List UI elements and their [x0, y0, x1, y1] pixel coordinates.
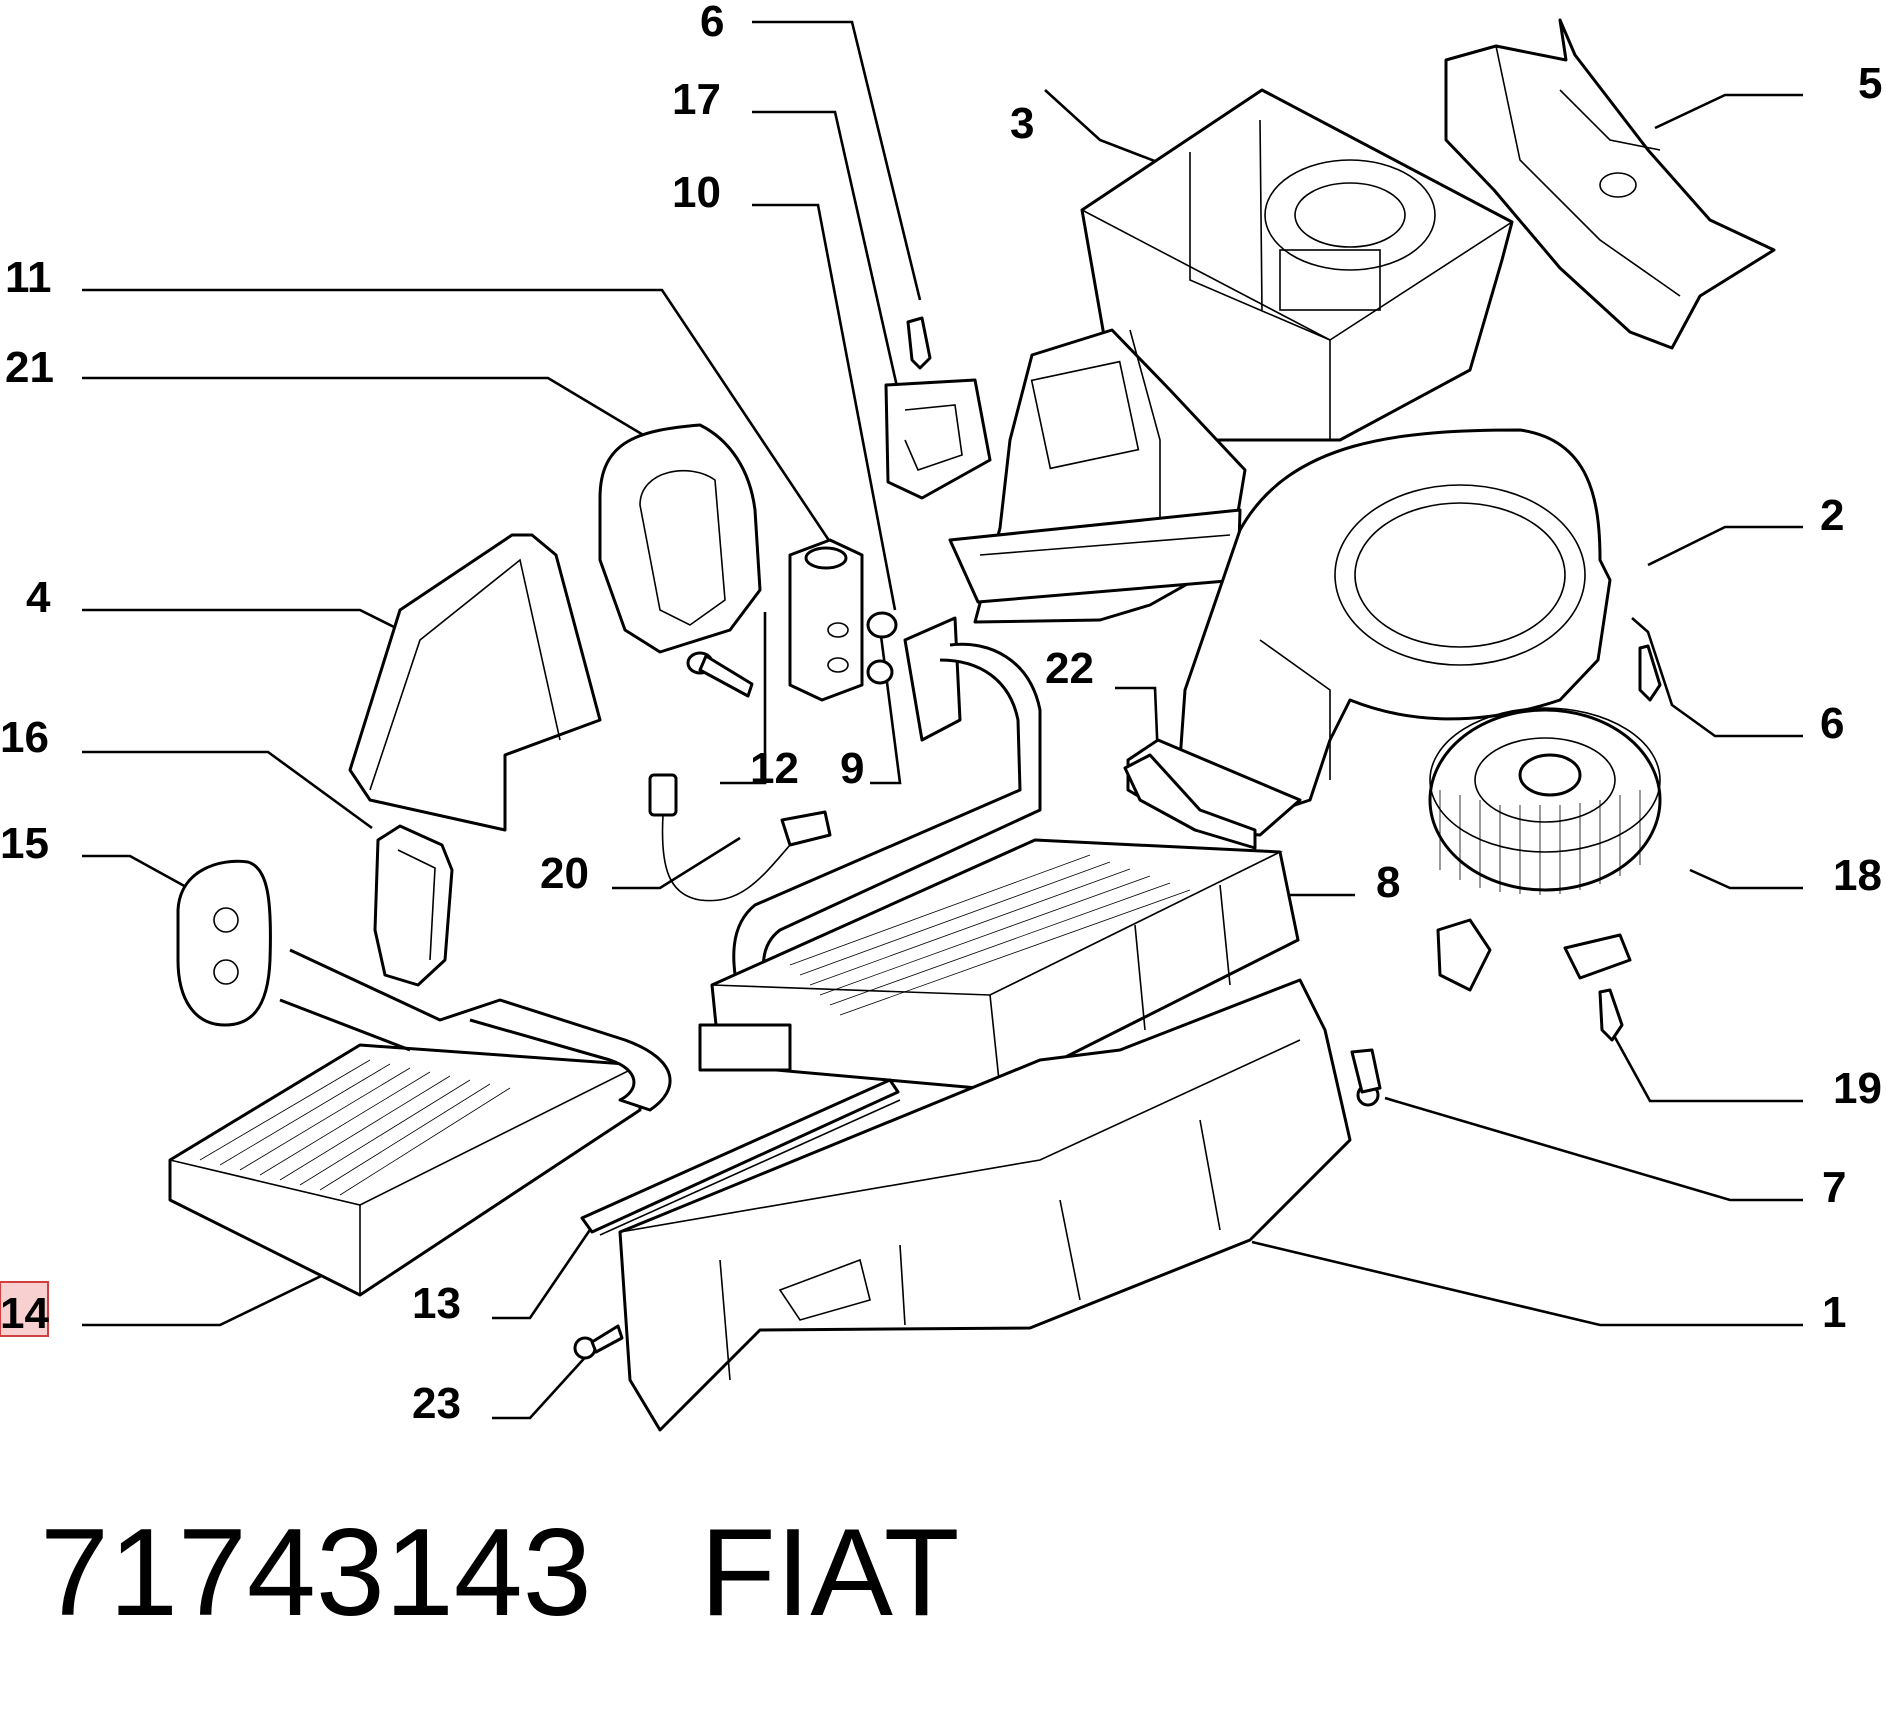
callout-23: 23	[412, 1379, 461, 1428]
callout-9: 9	[840, 744, 864, 793]
callout-19: 19	[1833, 1064, 1882, 1113]
brand-name: FIAT	[700, 1504, 959, 1642]
seal-strip-part-13	[580, 1078, 901, 1236]
duct-cover-part-4	[348, 533, 602, 832]
side-duct-part-5	[1444, 18, 1776, 350]
filter-cover-part-21	[598, 423, 762, 654]
callout-22: 22	[1045, 644, 1094, 693]
callout-11: 11	[5, 253, 52, 302]
callout-18: 18	[1833, 851, 1882, 900]
callout-20: 20	[540, 849, 589, 898]
gasket-part-22	[1123, 753, 1257, 850]
callout-8: 8	[1376, 858, 1400, 907]
grommet-part-15	[176, 859, 272, 1027]
callout-labels: 6 17 10 11 21 4 16 15 14 13 23 20 12 9 3…	[0, 0, 1882, 1428]
callout-6-top: 6	[700, 0, 724, 46]
evaporator-part-8	[698, 838, 1300, 1092]
callout-17: 17	[672, 75, 721, 124]
callout-10: 10	[672, 168, 721, 217]
callout-7: 7	[1822, 1163, 1846, 1212]
lower-housing-part-1	[618, 978, 1352, 1432]
callout-2: 2	[1820, 491, 1844, 540]
callout-4: 4	[26, 573, 51, 622]
callout-16: 16	[0, 713, 49, 762]
callout-5: 5	[1858, 59, 1882, 108]
intake-duct	[948, 328, 1247, 624]
blower-motor-part-18	[1428, 707, 1662, 992]
callout-3: 3	[1010, 99, 1034, 148]
footer: 71743143 FIAT	[40, 1504, 959, 1642]
callout-6-right: 6	[1820, 699, 1844, 748]
callout-21: 21	[5, 343, 54, 392]
callout-13: 13	[412, 1279, 461, 1328]
expansion-valve-part-11	[788, 538, 864, 702]
callout-15: 15	[0, 819, 49, 868]
callout-12: 12	[750, 744, 799, 793]
sensor-part-20	[648, 773, 832, 902]
resistor-part-17	[884, 378, 992, 500]
callout-14-highlight	[0, 1281, 49, 1337]
callout-14: 14	[0, 1289, 49, 1338]
o-rings-part-9-10	[866, 611, 898, 685]
part-number: 71743143	[40, 1504, 592, 1642]
callout-1: 1	[1822, 1288, 1846, 1337]
heater-core-part-14	[168, 948, 672, 1297]
bracket-part-16	[373, 824, 454, 987]
bolt-part-12	[686, 651, 754, 698]
screws	[573, 316, 1662, 1360]
